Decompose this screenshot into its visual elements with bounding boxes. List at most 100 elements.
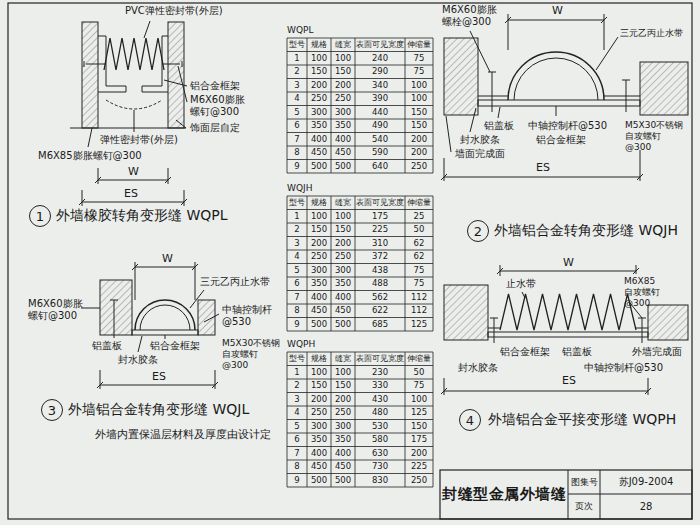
table-cell: 622 bbox=[355, 304, 405, 318]
table-cell: 590 bbox=[355, 146, 405, 160]
drawing-path bbox=[488, 328, 648, 329]
table-rule bbox=[287, 433, 433, 434]
table-rule bbox=[307, 38, 308, 173]
part-label: 止水带 bbox=[506, 278, 536, 290]
part-label: 中轴控制杆@530 bbox=[528, 120, 607, 132]
table-cell: 75 bbox=[405, 277, 433, 291]
table-cell: 175 bbox=[355, 210, 405, 224]
table-rule bbox=[287, 419, 433, 420]
table-cell: 350 bbox=[307, 119, 331, 133]
table-cell: 450 bbox=[331, 304, 355, 318]
table-rule bbox=[355, 352, 356, 487]
table-cell: 500 bbox=[307, 474, 331, 488]
drawing-polyline bbox=[104, 38, 164, 70]
callout-circle: 3 bbox=[41, 399, 63, 421]
table-cell: 400 bbox=[307, 133, 331, 147]
part-label: M6X60膨胀 螺钉@300 bbox=[28, 298, 83, 322]
table-cell: 400 bbox=[331, 291, 355, 305]
part-label: 中轴控制杆 @530 bbox=[222, 304, 272, 328]
drawing-path bbox=[508, 52, 604, 100]
table-header: 型号 bbox=[287, 196, 307, 210]
table-rule bbox=[287, 146, 433, 147]
page-frame bbox=[8, 3, 692, 519]
drawing-path bbox=[106, 100, 162, 109]
drawing-g bbox=[8, 3, 692, 519]
table-cell: 450 bbox=[307, 460, 331, 474]
table-cell: 310 bbox=[355, 237, 405, 251]
table-cell: 500 bbox=[331, 318, 355, 332]
table-cell: 400 bbox=[307, 447, 331, 461]
drawing-path bbox=[470, 108, 476, 132]
table-cell: 8 bbox=[287, 460, 307, 474]
table-header: 伸缩量 bbox=[405, 352, 433, 366]
table-header: 缝宽 bbox=[331, 196, 355, 210]
table-cell: 490 bbox=[355, 119, 405, 133]
table-cell: 100 bbox=[307, 366, 331, 380]
table-rule bbox=[433, 352, 434, 487]
table-cell: 2 bbox=[287, 223, 307, 237]
table-name: WQPL bbox=[287, 25, 313, 36]
table-cell: 300 bbox=[307, 420, 331, 434]
table-cell: 5 bbox=[287, 420, 307, 434]
title-block-cell: 页次 bbox=[568, 494, 600, 519]
table-rule bbox=[287, 365, 433, 366]
table-cell: 500 bbox=[307, 160, 331, 174]
drawing-path bbox=[190, 290, 204, 308]
table-rule bbox=[405, 352, 406, 487]
drawing-title: 封缝型金属外墙缝 bbox=[440, 470, 568, 519]
table-cell: 3 bbox=[287, 393, 307, 407]
table-rule bbox=[287, 304, 433, 305]
table-cell: 8 bbox=[287, 304, 307, 318]
table-rule bbox=[307, 196, 308, 331]
table-cell: 500 bbox=[331, 474, 355, 488]
drawing-path bbox=[135, 300, 195, 330]
table-rule bbox=[287, 406, 433, 407]
table-cell: 75 bbox=[405, 52, 433, 66]
table-cell: 300 bbox=[307, 264, 331, 278]
table-rule bbox=[355, 196, 356, 331]
part-label: 铝盖板 bbox=[562, 346, 592, 358]
table-rule bbox=[433, 196, 434, 331]
table-cell: 62 bbox=[405, 237, 433, 251]
dimension-label: W bbox=[563, 256, 574, 269]
drawing-path bbox=[140, 305, 190, 330]
dimension-label: ES bbox=[562, 374, 576, 387]
table-header: 型号 bbox=[287, 352, 307, 366]
part-label: 外墙完成面 bbox=[632, 346, 682, 358]
table-rule bbox=[287, 379, 433, 380]
table-rule bbox=[307, 352, 308, 487]
drawing-path bbox=[568, 470, 692, 519]
drawing-rect bbox=[478, 100, 640, 106]
part-label: M6X60膨胀 螺钉@300 bbox=[190, 94, 245, 118]
table-cell: 225 bbox=[405, 460, 433, 474]
drawing-path bbox=[70, 128, 186, 129]
table-grid bbox=[287, 38, 433, 487]
table-cell: 4 bbox=[287, 406, 307, 420]
table-header: 缝宽 bbox=[331, 38, 355, 52]
dimension-label: W bbox=[128, 165, 139, 178]
table-rule bbox=[287, 132, 433, 133]
drawing-path bbox=[488, 72, 630, 116]
drawing-path bbox=[514, 58, 598, 100]
dimension-label: ES bbox=[124, 187, 138, 200]
drawing-path bbox=[164, 80, 187, 86]
figure-caption: 外墙铝合金平接变形缝 WQPH bbox=[488, 411, 676, 428]
table-rule bbox=[287, 236, 433, 237]
table-cell: 9 bbox=[287, 474, 307, 488]
table-cell: 350 bbox=[307, 433, 331, 447]
table-cell: 500 bbox=[307, 318, 331, 332]
dimension-label: W bbox=[552, 4, 563, 17]
drawing-rect bbox=[168, 22, 184, 128]
table-rule bbox=[287, 119, 433, 120]
table-cell: 350 bbox=[331, 433, 355, 447]
drawing-rect bbox=[440, 470, 692, 519]
part-label: 三元乙丙止水带 bbox=[620, 28, 683, 39]
table-cell: 330 bbox=[355, 379, 405, 393]
table-cell: 250 bbox=[331, 92, 355, 106]
drawing-path bbox=[478, 96, 640, 97]
table-header: 表面可见宽度 bbox=[355, 352, 405, 366]
table-cell: 100 bbox=[331, 210, 355, 224]
title-block-cell: 苏J09-2004 bbox=[600, 470, 692, 494]
